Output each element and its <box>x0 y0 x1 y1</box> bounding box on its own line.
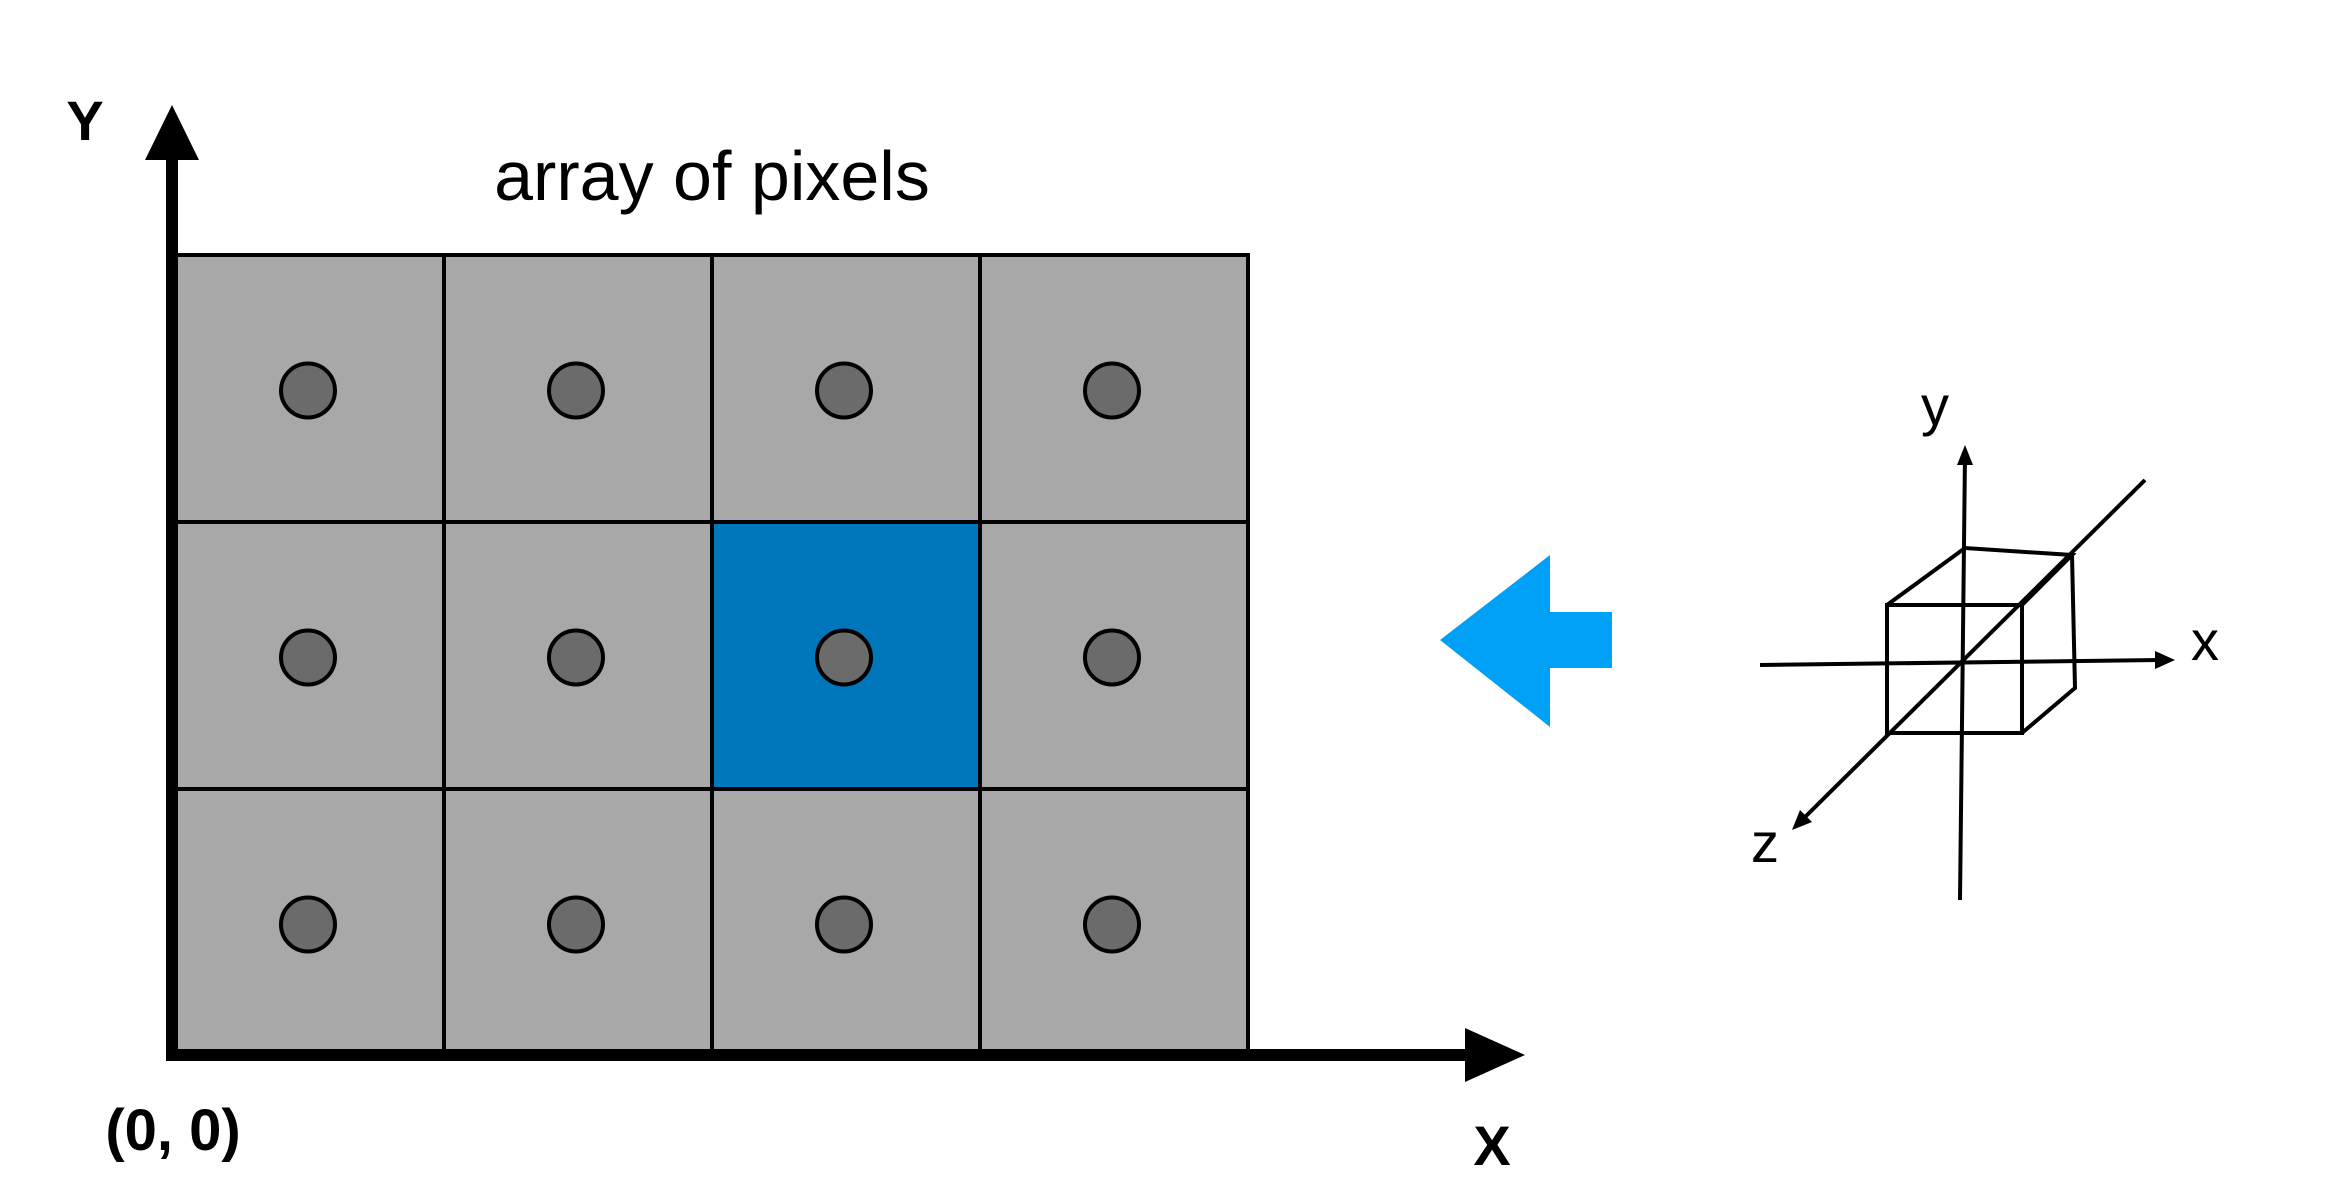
scene-y-label: y <box>1921 374 1949 437</box>
cube-front-face <box>1885 603 2024 735</box>
pixel-center-dot <box>1083 361 1141 420</box>
pixel-center-dot <box>279 628 337 687</box>
pixel-center-dot <box>1083 895 1141 954</box>
projection-arrow <box>1440 555 1612 727</box>
x-axis-arrowhead <box>1465 1028 1525 1082</box>
pixel-center-dot <box>1083 628 1141 687</box>
scene-y-axis-line <box>1958 454 1967 901</box>
cube-side-face <box>2020 554 2078 735</box>
image-axes <box>145 105 1525 1082</box>
pixel-center-dot <box>547 628 605 687</box>
scene-z-arrowhead <box>1792 810 1812 830</box>
scene-3d-axes <box>1759 445 2175 901</box>
scene-x-arrowhead <box>2155 651 2175 669</box>
pixel-center-dot <box>279 361 337 420</box>
pixel-center-dot <box>279 895 337 954</box>
scene-z-label: z <box>1751 811 1779 874</box>
cube <box>1885 545 2078 735</box>
pixel-center-dot <box>547 361 605 420</box>
pixel-center-dot <box>547 895 605 954</box>
origin-label: (0, 0) <box>105 1098 240 1163</box>
pixel-center-dot <box>815 361 873 420</box>
y-axis-label: Y <box>66 89 103 152</box>
scene-y-arrowhead <box>1957 445 1973 465</box>
pixel-cell <box>978 520 1250 791</box>
scene-x-label: x <box>2191 609 2219 672</box>
pixel-center-dot <box>815 628 873 687</box>
pixel-grid <box>174 253 1250 1058</box>
scene-z-axis-line <box>1798 478 2147 824</box>
y-axis-arrowhead <box>145 105 199 160</box>
pixel-center-dot <box>815 895 873 954</box>
x-axis-label: X <box>1473 1114 1510 1177</box>
cube-top-face <box>1885 545 2077 607</box>
grid-title: array of pixels <box>494 137 930 215</box>
